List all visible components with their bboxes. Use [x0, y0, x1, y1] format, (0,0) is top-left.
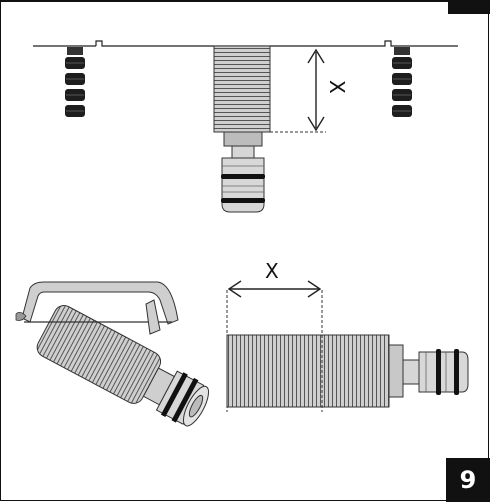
hacksaw-cutting-illustration — [15, 281, 210, 427]
top-dimension-label: X — [325, 80, 349, 94]
measured-connector — [226, 334, 469, 408]
left-knob-stack — [65, 47, 85, 117]
mounting-surface — [33, 40, 458, 47]
right-knob-stack — [392, 47, 412, 117]
top-dimension-x — [270, 48, 326, 133]
center-ribbed-connector — [213, 45, 271, 213]
bottom-dimension-label: X — [265, 259, 279, 283]
bottom-dimension-x — [226, 280, 323, 412]
corner-tab — [448, 0, 490, 14]
page-number-badge: 9 — [446, 458, 490, 502]
